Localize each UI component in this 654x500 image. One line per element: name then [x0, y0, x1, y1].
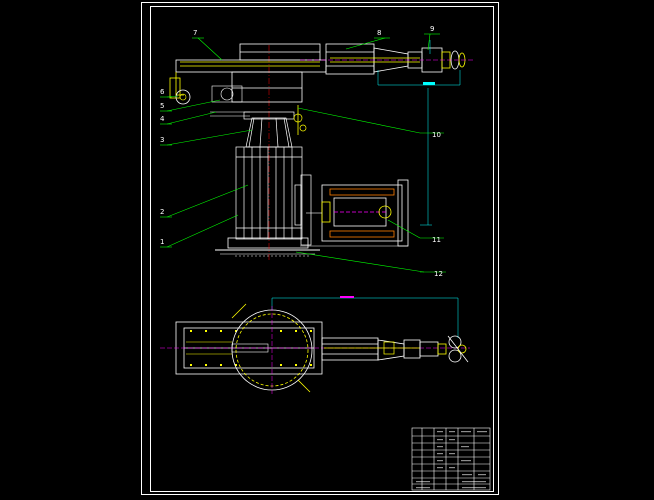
plan-bolt-rows	[190, 330, 312, 366]
outer-sheet-border	[141, 2, 499, 495]
plan-turntable	[231, 303, 313, 394]
callout-3: 3	[160, 136, 164, 144]
horizontal-arm	[175, 43, 327, 103]
top-plan-view	[160, 296, 470, 394]
title-block	[411, 427, 491, 491]
column-body	[235, 146, 303, 240]
callout-10: 10	[432, 131, 441, 139]
title-block-fill	[416, 431, 487, 489]
telescopic-extension	[325, 43, 423, 75]
callout-4: 4	[160, 115, 165, 123]
pulley-wheel	[175, 89, 191, 105]
callout-9: 9	[430, 25, 434, 33]
inner-drawing-frame	[150, 6, 494, 492]
arm-hydraulic-lines	[169, 61, 320, 99]
callout-2: 2	[160, 208, 164, 216]
dimension-lines-side	[377, 40, 461, 226]
base-plate	[227, 237, 309, 249]
callout-11: 11	[432, 236, 441, 244]
cylinder-section-detail	[321, 179, 409, 247]
plan-gripper	[419, 335, 469, 363]
callout-underlines	[160, 33, 446, 273]
callout-12: 12	[434, 270, 443, 278]
turntable-assembly	[210, 85, 250, 117]
callout-leaders	[166, 33, 431, 273]
side-elevation-view	[169, 40, 475, 260]
callout-6: 6	[160, 88, 165, 96]
extension-hydraulics	[330, 57, 420, 63]
callout-labels: 1 2 3 4 5 6 7 8 9 10 11 12	[160, 25, 443, 278]
plan-extension	[321, 337, 421, 361]
callout-5: 5	[160, 102, 164, 110]
callout-7: 7	[193, 29, 197, 37]
callout-8: 8	[377, 29, 381, 37]
column-collar	[243, 111, 295, 148]
callout-1: 1	[160, 238, 164, 246]
lift-cylinder	[294, 174, 312, 246]
dimension-line-top	[271, 297, 459, 338]
